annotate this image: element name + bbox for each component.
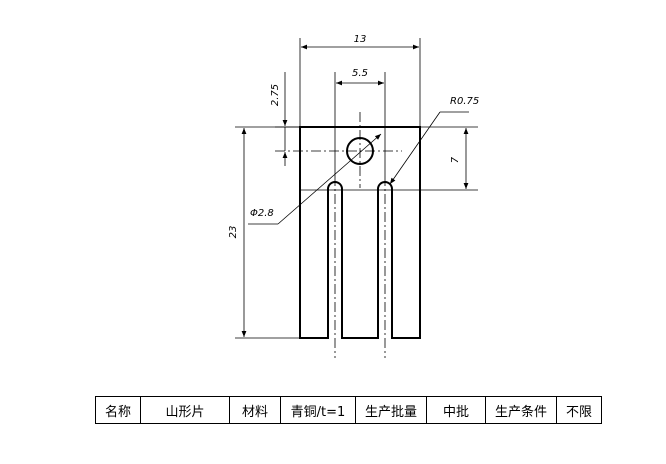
extension-lines: [235, 38, 478, 339]
dim-hole-diameter: Φ2.8: [250, 208, 274, 219]
dim-hole-offset: 2.75: [270, 84, 281, 106]
spec-table: 名称 山形片 材料 青铜/t=1 生产批量 中批 生产条件 不限: [95, 396, 602, 424]
dim-overall-height: 23: [228, 226, 239, 239]
part-outline: [299, 126, 421, 339]
value-conditions: 不限: [556, 396, 602, 424]
label-material: 材料: [229, 396, 281, 424]
value-batch: 中批: [426, 396, 486, 424]
technical-drawing: 13 5.5 2.75 R0.75 7 Φ2.8 23: [228, 34, 479, 358]
label-conditions: 生产条件: [485, 396, 557, 424]
dim-slot-start: 7: [450, 156, 461, 163]
dim-slot-pitch: 5.5: [352, 68, 368, 79]
center-lines: [275, 112, 402, 358]
dim-overall-width: 13: [354, 34, 367, 45]
spec-row: 名称 山形片 材料 青铜/t=1 生产批量 中批 生产条件 不限: [95, 396, 602, 424]
dimension-lines: [241, 44, 469, 337]
label-name: 名称: [95, 396, 141, 424]
label-batch: 生产批量: [355, 396, 427, 424]
value-name: 山形片: [140, 396, 230, 424]
value-material: 青铜/t=1: [280, 396, 356, 424]
dim-slot-radius: R0.75: [450, 96, 479, 107]
